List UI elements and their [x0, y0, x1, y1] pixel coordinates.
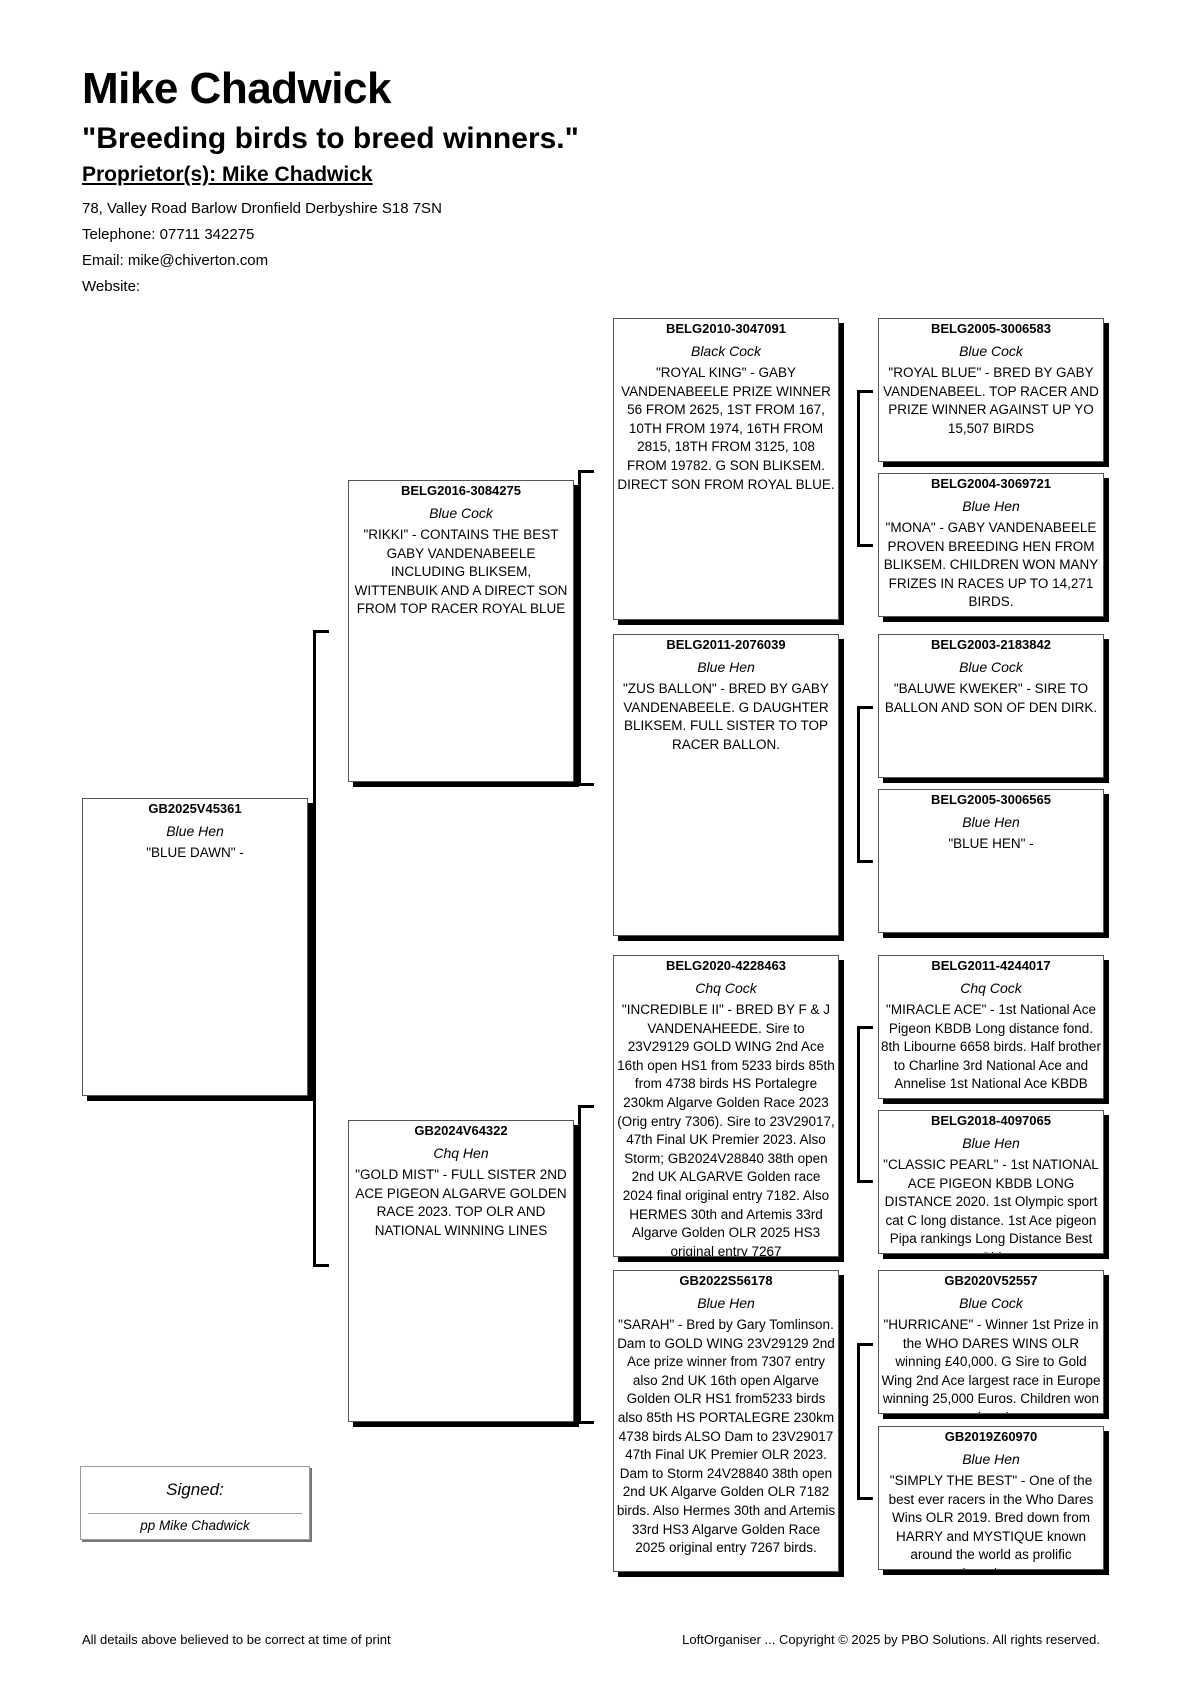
- bird-color: Blue Cock: [429, 505, 493, 521]
- pedigree-card-sdd: BELG2005-3006565 Blue Hen "BLUE HEN" -: [878, 789, 1104, 933]
- connector-gen1-top: [313, 630, 329, 633]
- bird-color: Blue Cock: [959, 1295, 1023, 1311]
- pedigree-card-sss: BELG2005-3006583 Blue Cock "ROYAL BLUE" …: [878, 318, 1104, 462]
- ring-number: GB2020V52557: [944, 1273, 1038, 1288]
- connector-dam-stub: [571, 1264, 581, 1267]
- bird-description: "ROYAL KING" - GABY VANDENABEELE PRIZE W…: [617, 365, 835, 492]
- ring-number: BELG2020-4228463: [666, 958, 786, 973]
- bird-description: "SARAH" - Bred by Gary Tomlinson. Dam to…: [616, 1317, 836, 1556]
- ring-number: GB2022S56178: [679, 1273, 773, 1288]
- signatory-name: pp Mike Chadwick: [140, 1518, 250, 1533]
- connector-sire-top: [578, 470, 594, 473]
- pedigree-card-subject: GB2025V45361 Blue Hen "BLUE DAWN" -: [82, 798, 308, 1096]
- ring-number: BELG2018-4097065: [931, 1113, 1051, 1128]
- bird-color: Blue Hen: [697, 1295, 755, 1311]
- bird-color: Blue Cock: [959, 659, 1023, 675]
- connector-ss-vertical: [857, 390, 860, 547]
- connector-ds-bottom: [857, 1180, 873, 1183]
- connector-gen1-stub: [306, 945, 316, 948]
- telephone-line: Telephone: 07711 342275: [82, 226, 255, 243]
- pedigree-card-sire-dam: BELG2011-2076039 Blue Hen "ZUS BALLON" -…: [613, 634, 839, 936]
- proprietor-line: Proprietor(s): Mike Chadwick: [82, 163, 373, 186]
- bird-description: "BLUE HEN" -: [948, 836, 1034, 851]
- connector-dd-top: [857, 1343, 873, 1346]
- bird-color: Blue Hen: [166, 823, 224, 839]
- pedigree-card-dsd: BELG2018-4097065 Blue Hen "CLASSIC PEARL…: [878, 1110, 1104, 1254]
- connector-sire-stub: [571, 630, 581, 633]
- connector-gen1-vertical: [313, 630, 316, 1267]
- bird-color: Chq Cock: [960, 980, 1022, 996]
- connector-ss-bottom: [857, 544, 873, 547]
- bird-description: "BLUE DAWN" -: [146, 845, 244, 860]
- pedigree-card-ddd: GB2019Z60970 Blue Hen "SIMPLY THE BEST" …: [878, 1426, 1104, 1570]
- bird-color: Black Cock: [690, 343, 762, 359]
- bird-color: Blue Hen: [962, 1135, 1020, 1151]
- signed-label: Signed:: [166, 1480, 224, 1499]
- connector-ds-top: [857, 1026, 873, 1029]
- pedigree-card-sire: BELG2016-3084275 Blue Cock "RIKKI" - CON…: [348, 480, 574, 782]
- connector-sire-vertical: [578, 470, 581, 786]
- pedigree-card-dds: GB2020V52557 Blue Cock "HURRICANE" - Win…: [878, 1270, 1104, 1414]
- bird-description: "HURRICANE" - Winner 1st Prize in the WH…: [881, 1317, 1101, 1413]
- connector-ss-top: [857, 390, 873, 393]
- pedigree-card-dam-sire: BELG2020-4228463 Chq Cock "INCREDIBLE II…: [613, 955, 839, 1257]
- ring-number: BELG2010-3047091: [666, 321, 786, 336]
- connector-dd-bottom: [857, 1497, 873, 1500]
- bird-description: "INCREDIBLE II" - BRED BY F & J VANDENAH…: [617, 1002, 835, 1257]
- ring-number: BELG2005-3006583: [931, 321, 1051, 336]
- connector-sire-bottom: [578, 783, 594, 786]
- ring-number: GB2025V45361: [148, 801, 242, 816]
- ring-number: BELG2004-3069721: [931, 476, 1051, 491]
- pedigree-card-sire-sire: BELG2010-3047091 Black Cock "ROYAL KING"…: [613, 318, 839, 620]
- connector-dam-bottom: [578, 1421, 594, 1424]
- breeder-name: Mike Chadwick: [82, 64, 391, 113]
- bird-description: "SIMPLY THE BEST" - One of the best ever…: [888, 1473, 1094, 1569]
- bird-color: Blue Hen: [697, 659, 755, 675]
- connector-dd-vertical: [857, 1343, 860, 1500]
- connector-sd-bottom: [857, 860, 873, 863]
- bird-description: "RIKKI" - CONTAINS THE BEST GABY VANDENA…: [354, 527, 568, 617]
- bird-description: "BALUWE KWEKER" - SIRE TO BALLON AND SON…: [884, 681, 1098, 715]
- bird-description: "ZUS BALLON" - BRED BY GABY VANDENABEELE…: [623, 681, 829, 752]
- website-line: Website:: [82, 278, 141, 295]
- ring-number: GB2024V64322: [414, 1123, 508, 1138]
- pedigree-card-dss: BELG2011-4244017 Chq Cock "MIRACLE ACE" …: [878, 955, 1104, 1099]
- connector-ds-vertical: [857, 1026, 860, 1183]
- bird-color: Chq Cock: [695, 980, 757, 996]
- bird-description: "ROYAL BLUE" - BRED BY GABY VANDENABEEL.…: [883, 365, 1099, 436]
- bird-color: Blue Hen: [962, 814, 1020, 830]
- pedigree-card-dam: GB2024V64322 Chq Hen "GOLD MIST" - FULL …: [348, 1120, 574, 1422]
- bird-description: "CLASSIC PEARL" - 1st NATIONAL ACE PIGEO…: [883, 1157, 1099, 1253]
- bird-description: "MONA" - GABY VANDENABEELE PROVEN BREEDI…: [883, 520, 1099, 610]
- footer-copyright: LoftOrganiser ... Copyright © 2025 by PB…: [682, 1632, 1100, 1647]
- bird-description: "GOLD MIST" - FULL SISTER 2ND ACE PIGEON…: [355, 1167, 567, 1238]
- connector-sd-vertical: [857, 706, 860, 863]
- ring-number: BELG2011-2076039: [666, 637, 786, 652]
- bird-color: Blue Hen: [962, 1451, 1020, 1467]
- ring-number: BELG2016-3084275: [401, 483, 521, 498]
- bird-color: Chq Hen: [433, 1145, 489, 1161]
- footer-disclaimer: All details above believed to be correct…: [82, 1632, 391, 1647]
- connector-gen1-bottom: [313, 1264, 329, 1267]
- address-line: 78, Valley Road Barlow Dronfield Derbysh…: [82, 200, 442, 217]
- signature-box: Signed: pp Mike Chadwick: [80, 1466, 310, 1540]
- ring-number: BELG2003-2183842: [931, 637, 1051, 652]
- bird-description: "MIRACLE ACE" - 1st National Ace Pigeon …: [881, 1002, 1101, 1092]
- bird-color: Blue Cock: [959, 343, 1023, 359]
- ring-number: BELG2011-4244017: [931, 958, 1051, 973]
- breeder-motto: "Breeding birds to breed winners.": [82, 122, 579, 155]
- pedigree-card-ssd: BELG2004-3069721 Blue Hen "MONA" - GABY …: [878, 473, 1104, 617]
- email-line: Email: mike@chiverton.com: [82, 252, 269, 269]
- pedigree-card-dam-dam: GB2022S56178 Blue Hen "SARAH" - Bred by …: [613, 1270, 839, 1572]
- ring-number: BELG2005-3006565: [931, 792, 1051, 807]
- connector-sd-top: [857, 706, 873, 709]
- pedigree-card-sds: BELG2003-2183842 Blue Cock "BALUWE KWEKE…: [878, 634, 1104, 778]
- ring-number: GB2019Z60970: [944, 1429, 1038, 1444]
- connector-dam-top: [578, 1105, 594, 1108]
- signature-line: [88, 1513, 302, 1514]
- bird-color: Blue Hen: [962, 498, 1020, 514]
